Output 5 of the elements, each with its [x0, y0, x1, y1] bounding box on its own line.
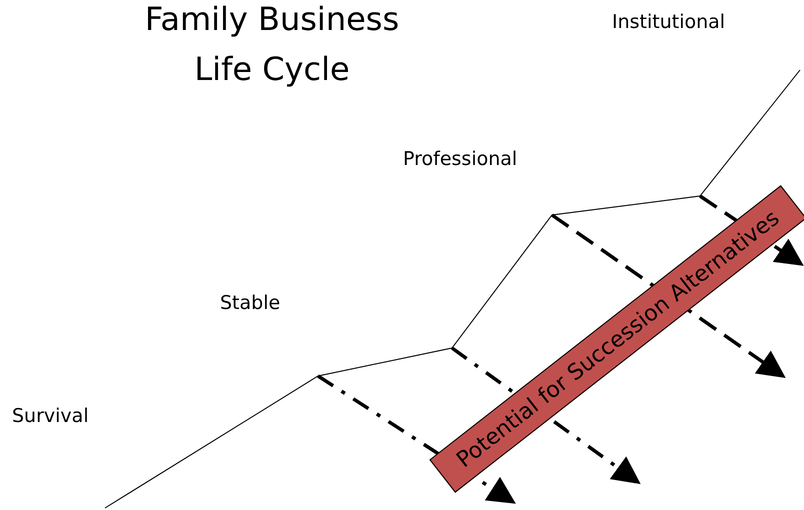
title: Family Business Life Cycle [144, 0, 400, 90]
stage-label: Professional [403, 147, 518, 172]
stage-label: Institutional [612, 10, 726, 35]
stage-label: Stable [220, 291, 280, 316]
stage-label: Survival [12, 404, 89, 429]
